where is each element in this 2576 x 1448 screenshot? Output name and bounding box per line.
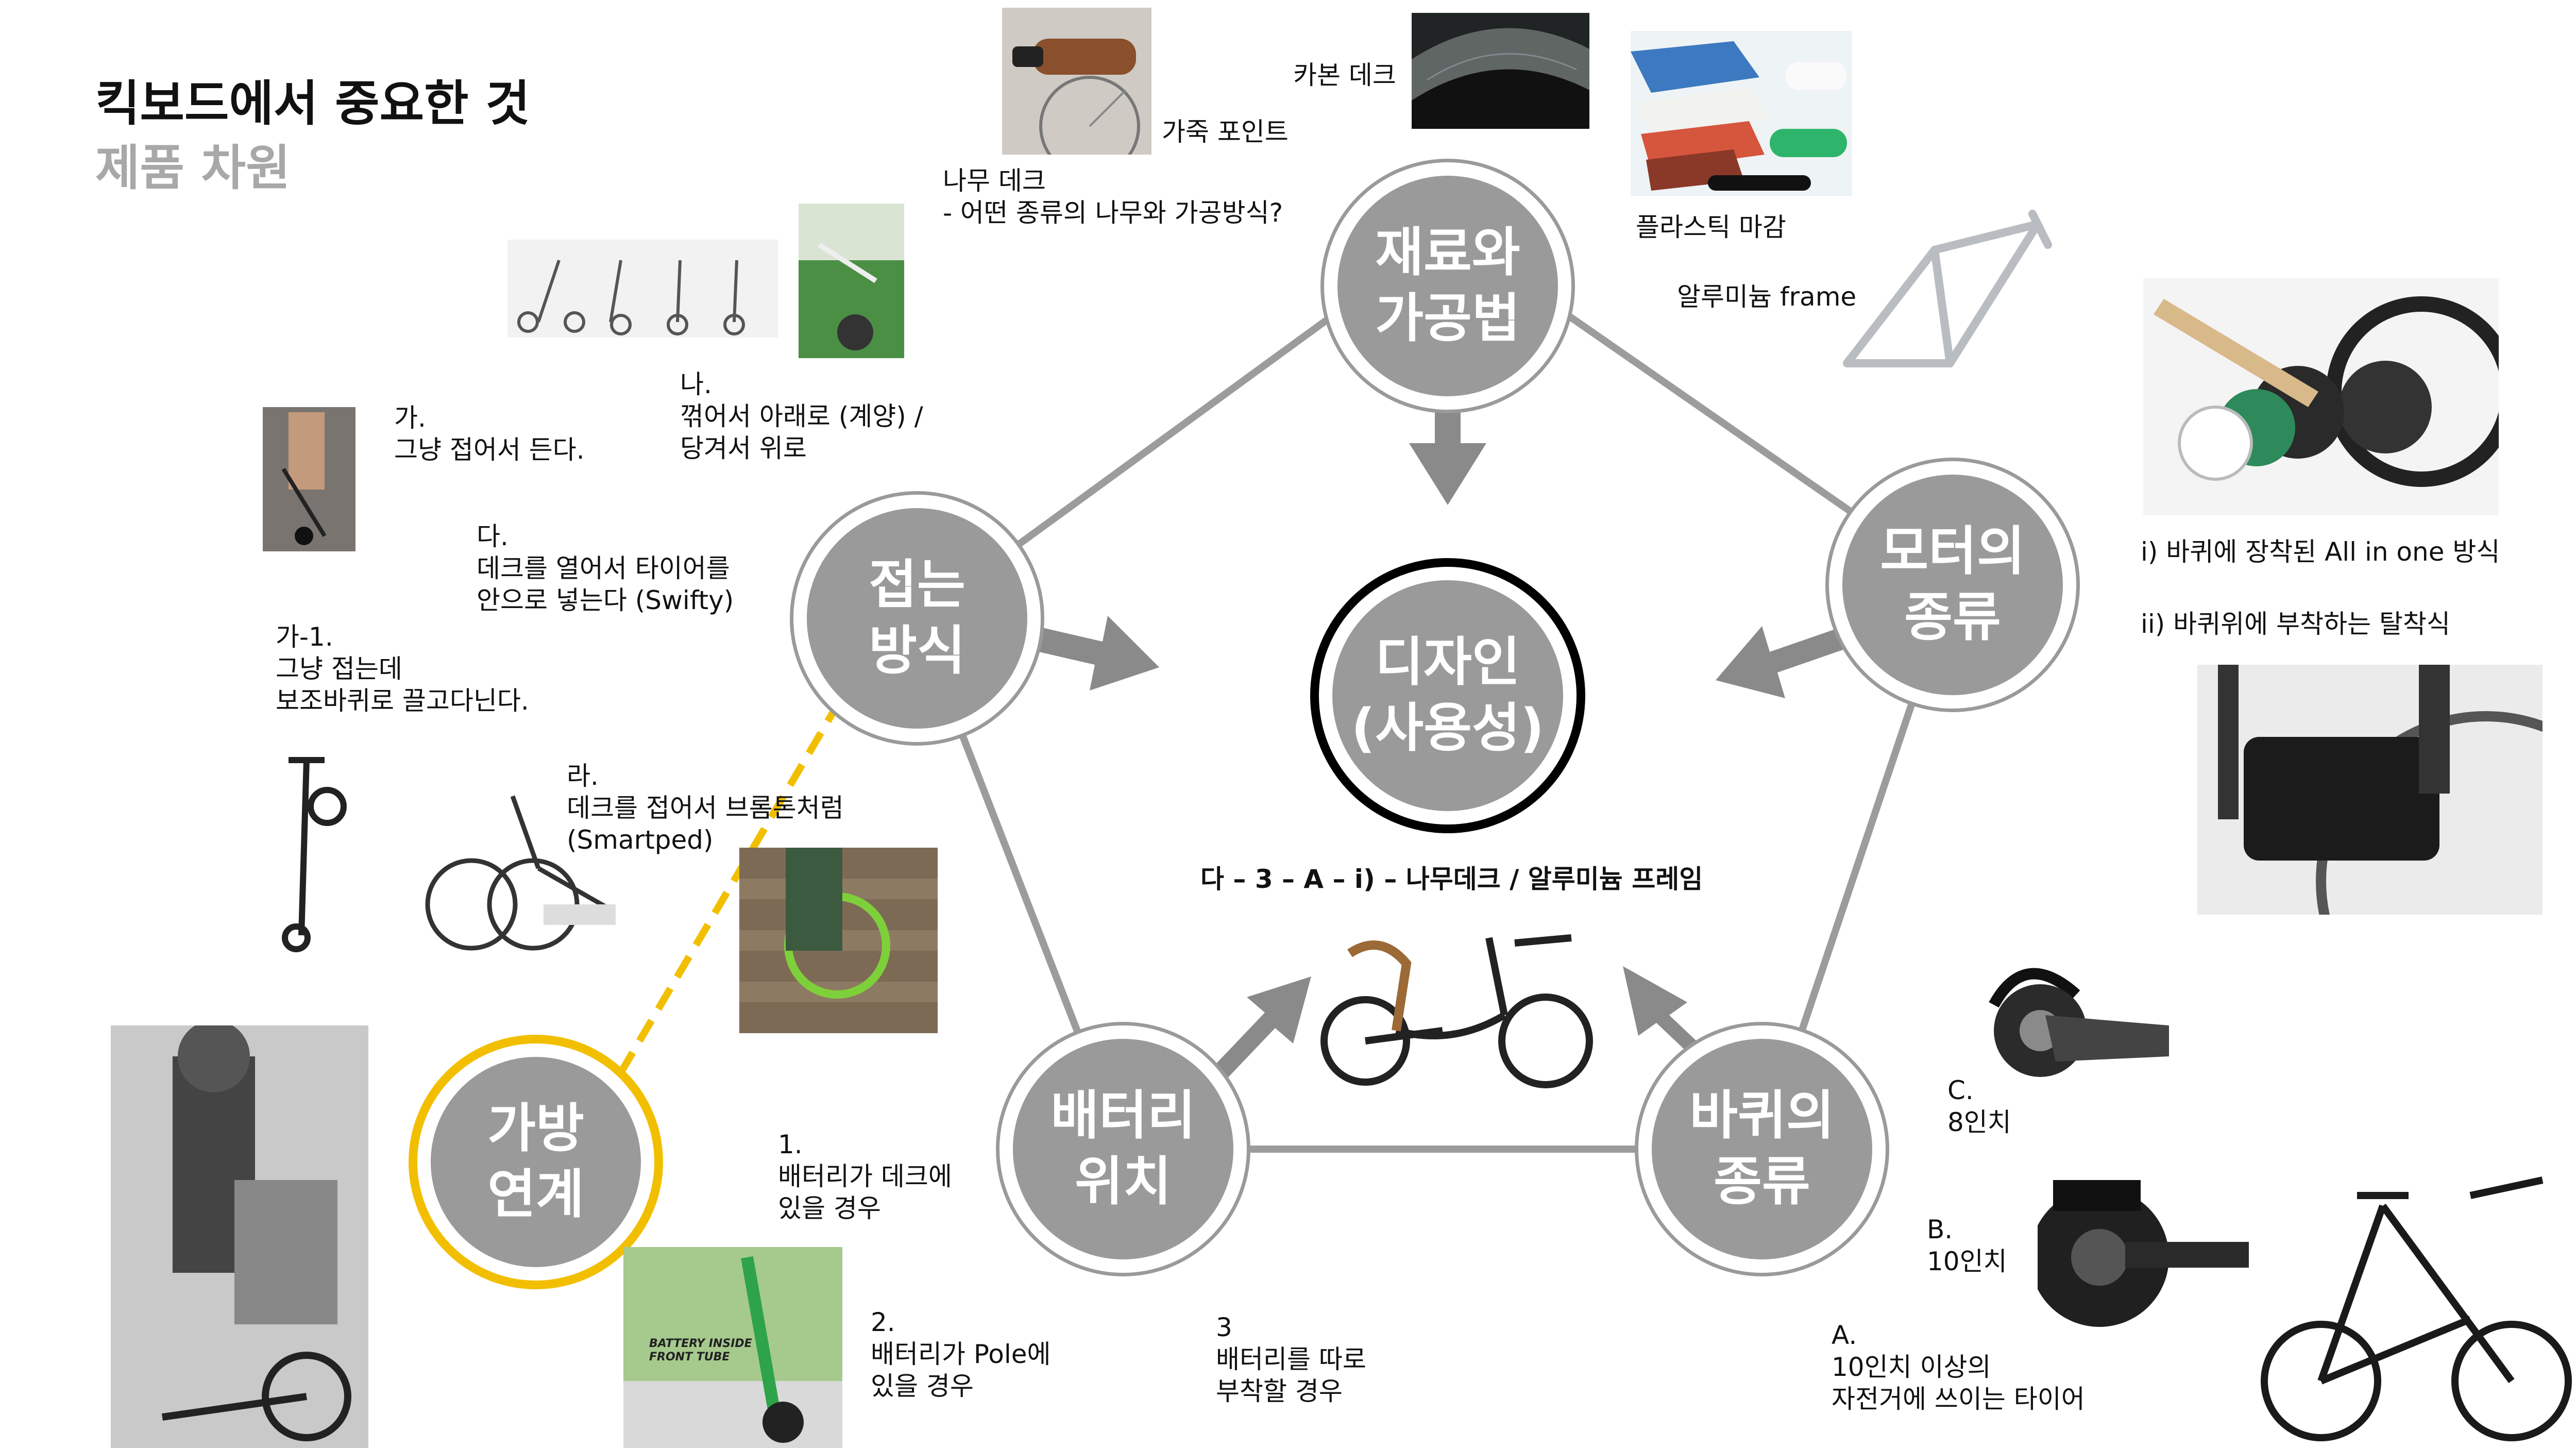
aluminum-frame-drawing [1832, 204, 2069, 379]
folding-option-na: 나. 꺾어서 아래로 (계양) / 당겨서 위로 [680, 368, 923, 464]
node-material: 재료와 가공법 [1324, 162, 1571, 410]
node-wheel: 바퀴의 종류 [1638, 1025, 1886, 1273]
leather-label: 가죽 포인트 [1162, 116, 1289, 148]
folding-option-da: 다. 데크를 열어서 타이어를 안으로 넣는다 (Swifty) [477, 520, 734, 616]
stairs-folding-photo [739, 848, 938, 1033]
carbon-deck-photo [1412, 13, 1589, 129]
hub-motor-exploded-photo [2143, 278, 2499, 515]
node-battery: 배터리 위치 [999, 1025, 1247, 1273]
carbon-label: 카본 데크 [1293, 59, 1396, 91]
wheel-option-b: B. 10인치 [1927, 1214, 2007, 1277]
page-title: 킥보드에서 중요한 것 [95, 64, 530, 134]
wood-deck-label: 나무 데크 - 어떤 종류의 나무와 가공방식? [943, 165, 1283, 229]
node-bag: 가방 연계 [417, 1043, 654, 1281]
folded-scooters-photo [507, 240, 778, 338]
carry-folded-photo [263, 407, 355, 551]
battery-photo-label: BATTERY INSIDE FRONT TUBE [649, 1337, 752, 1364]
node-center-design: 디자인 (사용성) [1319, 567, 1577, 824]
attachable-motor-photo [2197, 665, 2543, 915]
motor-type-ii: ii) 바퀴위에 부착하는 탈착식 [2141, 608, 2450, 640]
pull-up-scooter-photo [799, 204, 904, 358]
arrow-battery-center [1213, 976, 1311, 1082]
wood-kickboard-drawing [1319, 922, 1597, 1092]
battery-option-1: 1. 배터리가 데크에 있을 경우 [778, 1129, 952, 1224]
node-folding: 접는 방식 [793, 495, 1041, 742]
folding-bike-drawing [2254, 1165, 2576, 1448]
node-motor: 모터의 종류 [1829, 461, 2076, 709]
motor-type-i: i) 바퀴에 장착된 All in one 방식 [2141, 536, 2500, 568]
upright-folded-scooter-drawing [268, 750, 361, 956]
smartped-drawing [420, 786, 621, 956]
plastic-photo [1631, 31, 1852, 196]
battery-option-3: 3 배터리를 따로 부착할 경우 [1216, 1311, 1366, 1407]
page-subtitle: 제품 차원 [95, 129, 291, 199]
battery-option-2: 2. 배터리가 Pole에 있을 경우 [871, 1306, 1051, 1402]
arrow-motor-center [1716, 626, 1844, 698]
leather-grip-photo [1002, 8, 1151, 155]
vintage-bag-scooter-photo [111, 1025, 368, 1448]
8inch-wheel-drawing [1978, 938, 2169, 1087]
plastic-label: 플라스틱 마감 [1636, 211, 1786, 243]
folding-option-ga1: 가-1. 그냥 접는데 보조바퀴로 끌고다닌다. [276, 621, 529, 717]
arrow-folding-center [1028, 616, 1159, 691]
aluminum-label: 알루미늄 frame [1677, 281, 1856, 313]
selected-combination: 다 – 3 – A – i) – 나무데크 / 알루미늄 프레임 [1200, 863, 1703, 895]
battery-pole-photo: BATTERY INSIDE FRONT TUBE [623, 1247, 842, 1448]
folding-option-ga: 가. 그냥 접어서 든다. [394, 402, 585, 466]
10inch-wheel-drawing [2038, 1159, 2249, 1340]
